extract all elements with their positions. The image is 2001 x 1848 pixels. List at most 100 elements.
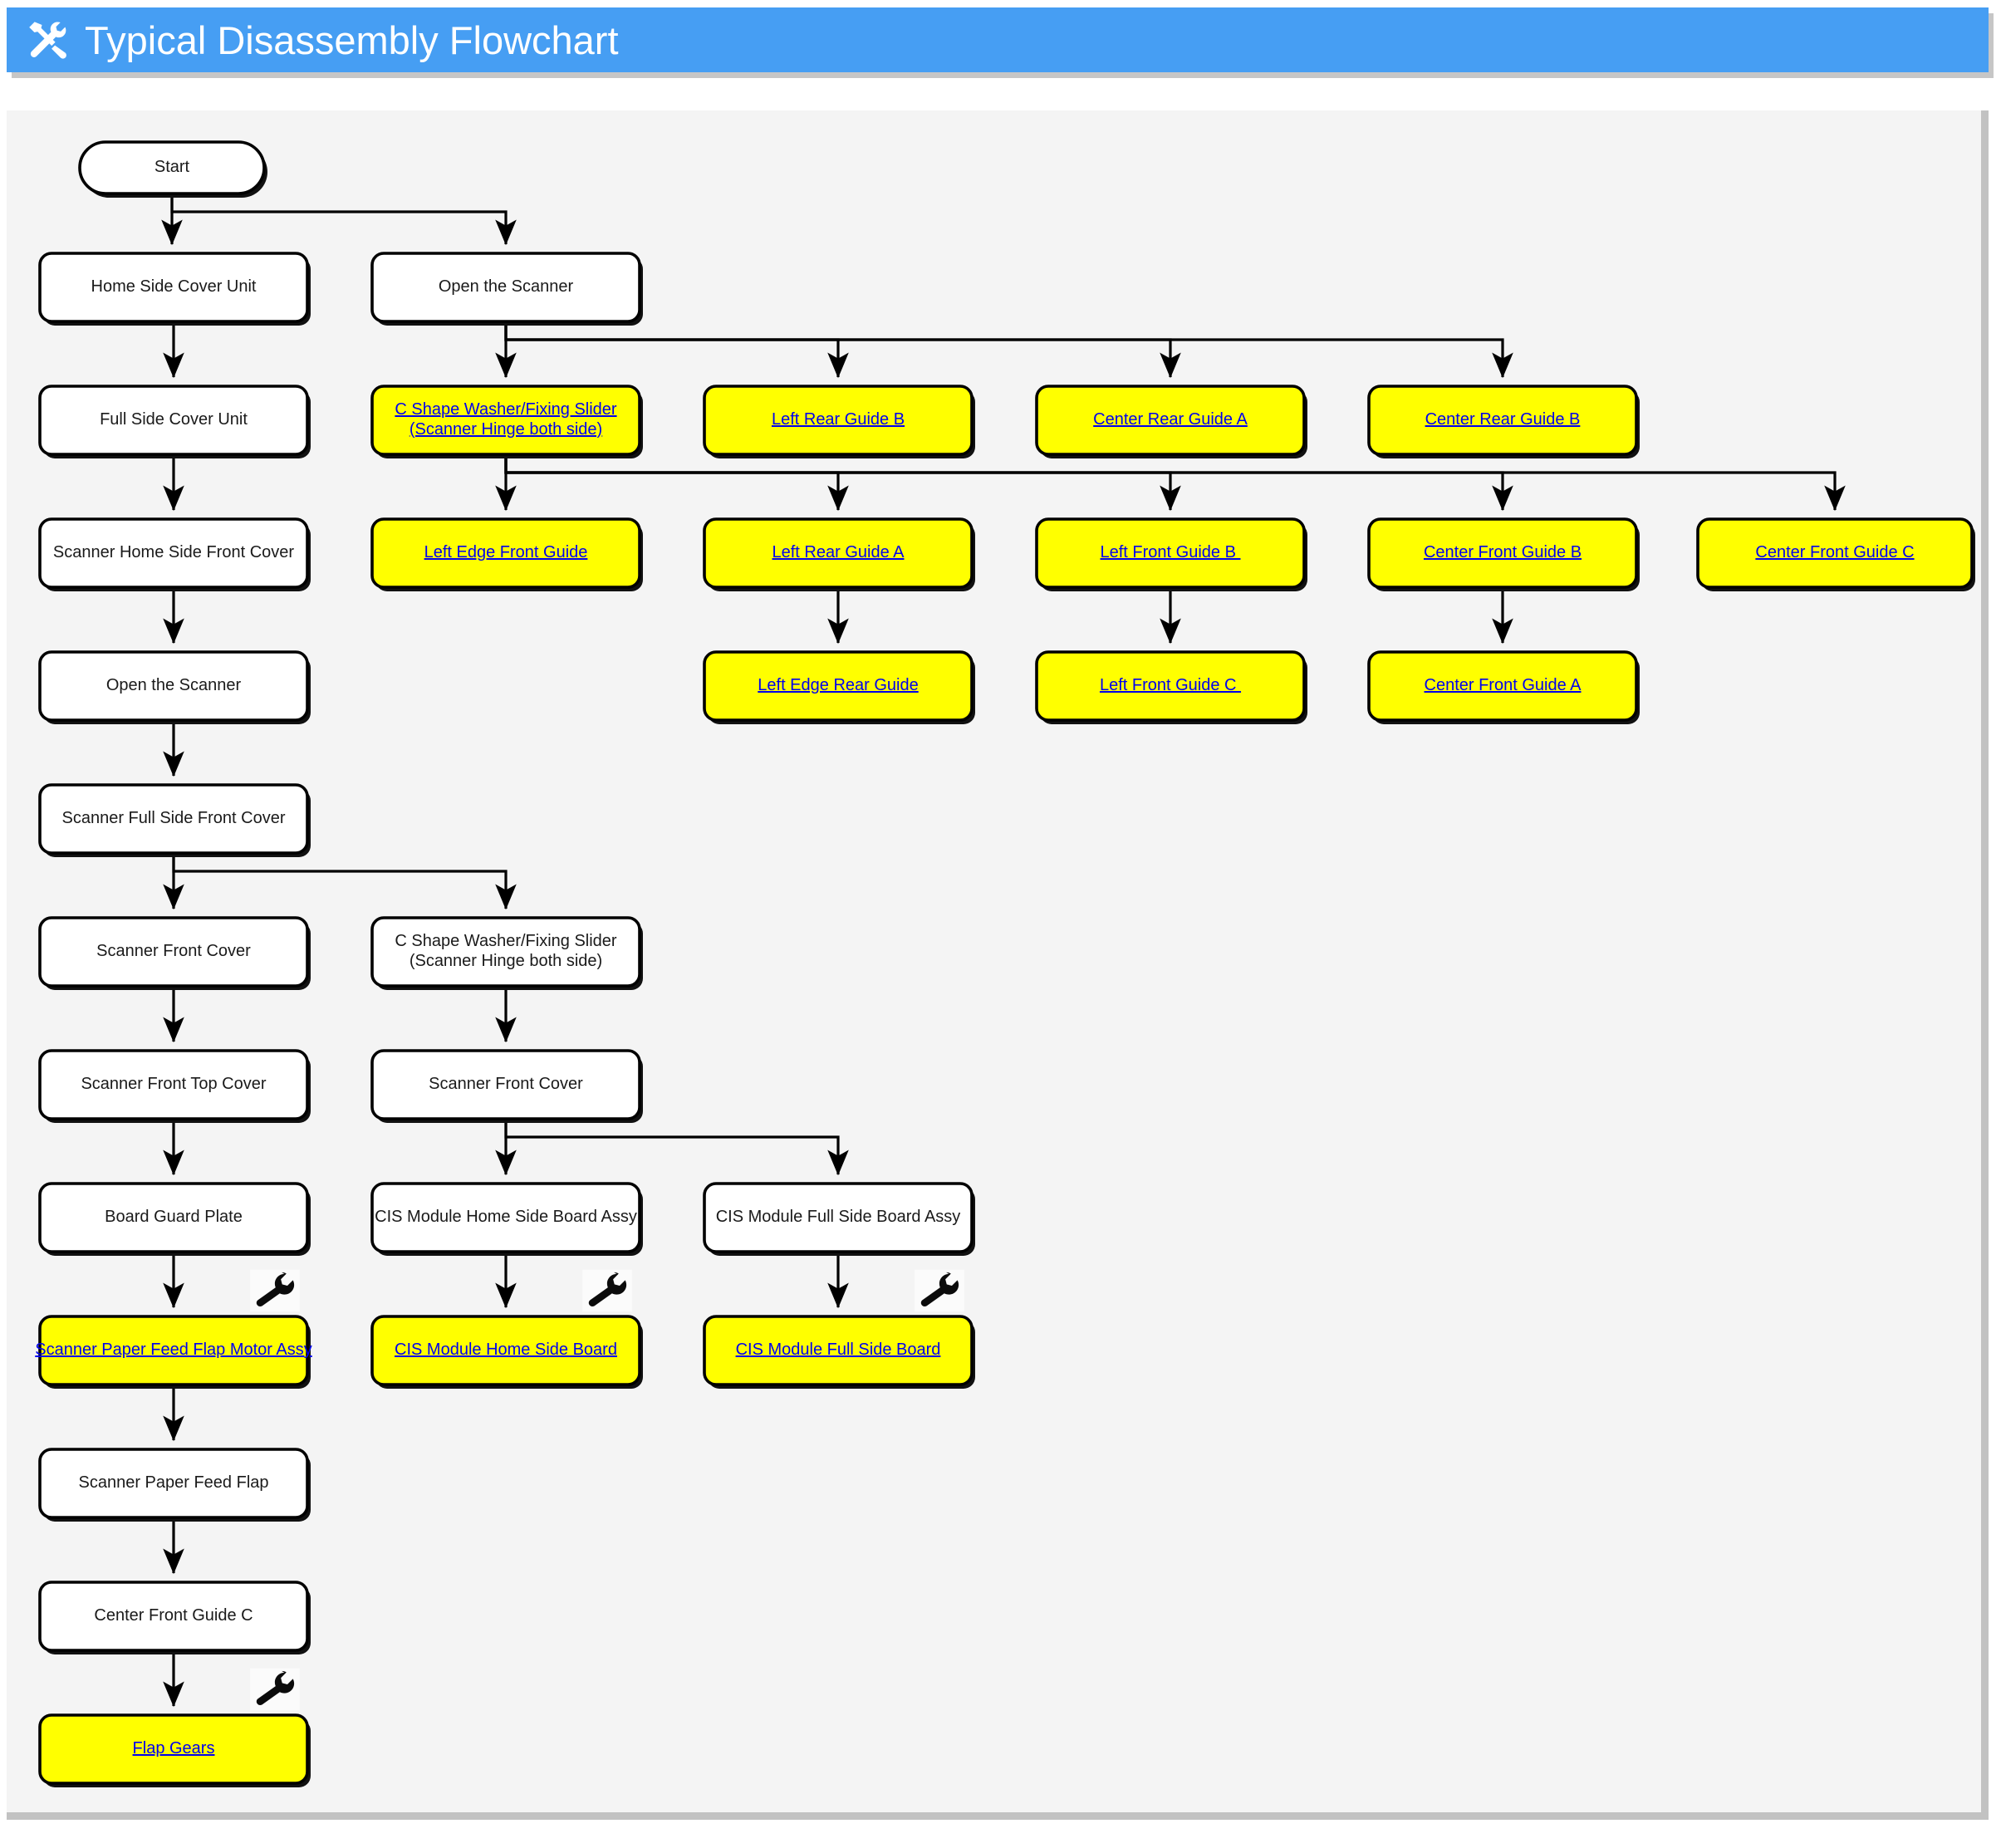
flow-edge — [504, 454, 1513, 512]
page-title: Typical Disassembly Flowchart — [85, 17, 619, 62]
flow-node-cis_home_board[interactable]: CIS Module Home Side Board — [370, 1269, 643, 1389]
flow-node-feed_flap_motor[interactable]: Scanner Paper Feed Flap Motor Assy — [35, 1269, 312, 1389]
edges-layer — [161, 194, 1846, 1708]
node-label[interactable]: Center Rear Guide B — [1425, 410, 1581, 429]
node-box[interactable] — [1696, 517, 1974, 589]
node-label[interactable]: Left Front Guide C — [1100, 676, 1241, 694]
node-box[interactable] — [703, 385, 974, 456]
node-label: Scanner Front Top Cover — [81, 1075, 266, 1093]
node-box — [370, 916, 641, 988]
node-label[interactable]: Center Front Guide A — [1425, 676, 1582, 694]
node-box[interactable] — [1367, 650, 1638, 722]
node-label: Scanner Home Side Front Cover — [53, 543, 294, 561]
node-label[interactable]: Center Rear Guide A — [1093, 410, 1248, 429]
flow-node-center_front_c_p: Center Front Guide C — [38, 1581, 311, 1654]
node-label[interactable]: Left Rear Guide A — [772, 543, 905, 561]
node-label: Center Front Guide C — [94, 1606, 253, 1625]
node-box[interactable] — [703, 517, 974, 589]
flow-node-cis_full_board[interactable]: CIS Module Full Side Board — [703, 1269, 975, 1389]
wrench-icon — [250, 1269, 300, 1312]
flow-edge — [170, 194, 517, 246]
node-box[interactable] — [38, 1315, 309, 1386]
node-label[interactable]: Flap Gears — [133, 1739, 215, 1757]
node-label[interactable]: Center Front Guide B — [1424, 543, 1582, 561]
flow-node-flap_gears[interactable]: Flap Gears — [38, 1668, 311, 1787]
node-label: Scanner Front Cover — [96, 942, 251, 960]
node-box[interactable] — [370, 517, 641, 589]
node-label[interactable]: Left Front Guide B — [1101, 543, 1241, 561]
node-label: Scanner Paper Feed Flap — [78, 1473, 268, 1492]
node-label[interactable]: Scanner Paper Feed Flap Motor Assy — [35, 1341, 312, 1359]
flow-edge — [504, 454, 849, 512]
wrench-icon — [582, 1269, 632, 1312]
flow-edge — [504, 454, 1846, 512]
node-label[interactable]: Left Edge Front Guide — [424, 543, 588, 561]
node-box — [38, 385, 309, 456]
node-label[interactable]: Left Edge Rear Guide — [758, 676, 918, 694]
node-box[interactable] — [38, 1713, 309, 1785]
flow-node-left_rear_a[interactable]: Left Rear Guide A — [703, 517, 975, 591]
flow-node-center_front_b[interactable]: Center Front Guide B — [1367, 517, 1640, 591]
node-label[interactable]: CIS Module Full Side Board — [736, 1341, 941, 1359]
node-box — [78, 140, 266, 195]
node-label: Full Side Cover Unit — [100, 410, 248, 429]
node-label: CIS Module Full Side Board Assy — [716, 1208, 961, 1226]
node-box — [38, 1581, 309, 1652]
flow-node-c_washer_link[interactable]: C Shape Washer/Fixing Slider(Scanner Hin… — [370, 385, 643, 458]
flow-node-open_scanner_1: Open the Scanner — [370, 252, 643, 326]
node-box — [38, 1049, 309, 1120]
node-box — [38, 650, 309, 722]
node-label: Home Side Cover Unit — [91, 277, 257, 296]
flow-node-cis_full_assy: CIS Module Full Side Board Assy — [703, 1182, 975, 1256]
title-bar: Typical Disassembly Flowchart — [7, 7, 1989, 72]
flow-node-scan_home_front: Scanner Home Side Front Cover — [38, 517, 311, 591]
node-label[interactable]: Left Rear Guide B — [772, 410, 905, 429]
node-box — [38, 252, 309, 323]
flow-node-scan_full_front: Scanner Full Side Front Cover — [38, 783, 311, 857]
node-box[interactable] — [1367, 517, 1638, 589]
node-box[interactable] — [1035, 517, 1306, 589]
node-box — [38, 783, 309, 855]
node-box[interactable] — [703, 1315, 974, 1386]
node-box — [370, 252, 641, 323]
flow-edge — [172, 853, 517, 910]
flow-node-paper_feed_flap: Scanner Paper Feed Flap — [38, 1448, 311, 1522]
flow-node-center_rear_b[interactable]: Center Rear Guide B — [1367, 385, 1640, 458]
node-label[interactable]: C Shape Washer/Fixing Slider(Scanner Hin… — [395, 400, 616, 439]
flow-node-left_edge_rear[interactable]: Left Edge Rear Guide — [703, 650, 975, 724]
flow-node-c_washer_plain: C Shape Washer/Fixing Slider(Scanner Hin… — [370, 916, 643, 990]
node-box — [370, 1049, 641, 1120]
flow-node-scanner_front_1: Scanner Front Cover — [38, 916, 311, 990]
flow-node-left_front_b[interactable]: Left Front Guide B — [1035, 517, 1307, 591]
tools-icon — [29, 22, 66, 59]
node-label: Board Guard Plate — [105, 1208, 243, 1226]
flow-node-full_side_cover: Full Side Cover Unit — [38, 385, 311, 458]
flow-node-home_side_cover: Home Side Cover Unit — [38, 252, 311, 326]
node-label[interactable]: Center Front Guide C — [1755, 543, 1914, 561]
node-box[interactable] — [370, 385, 641, 456]
node-label: Open the Scanner — [106, 676, 242, 694]
node-label: Start — [154, 158, 190, 176]
node-label[interactable]: CIS Module Home Side Board — [395, 1341, 617, 1359]
flow-node-left_rear_b[interactable]: Left Rear Guide B — [703, 385, 975, 458]
flow-node-center_front_a[interactable]: Center Front Guide A — [1367, 650, 1640, 724]
node-box[interactable] — [1035, 385, 1306, 456]
node-box — [38, 1448, 309, 1519]
node-box[interactable] — [703, 650, 974, 722]
flow-node-board_guard: Board Guard Plate — [38, 1182, 311, 1256]
node-box[interactable] — [370, 1315, 641, 1386]
node-box[interactable] — [1035, 650, 1306, 722]
flow-node-scanner_front_2: Scanner Front Cover — [370, 1049, 643, 1123]
node-box[interactable] — [1367, 385, 1638, 456]
flow-edge — [504, 1119, 849, 1176]
flow-node-left_edge_front[interactable]: Left Edge Front Guide — [370, 517, 643, 591]
node-box — [38, 916, 309, 988]
flow-node-left_front_c[interactable]: Left Front Guide C — [1035, 650, 1307, 724]
flow-node-center_rear_a[interactable]: Center Rear Guide A — [1035, 385, 1307, 458]
flow-node-center_front_c_y[interactable]: Center Front Guide C — [1696, 517, 1975, 591]
node-box — [370, 1182, 641, 1253]
wrench-icon — [915, 1269, 964, 1312]
